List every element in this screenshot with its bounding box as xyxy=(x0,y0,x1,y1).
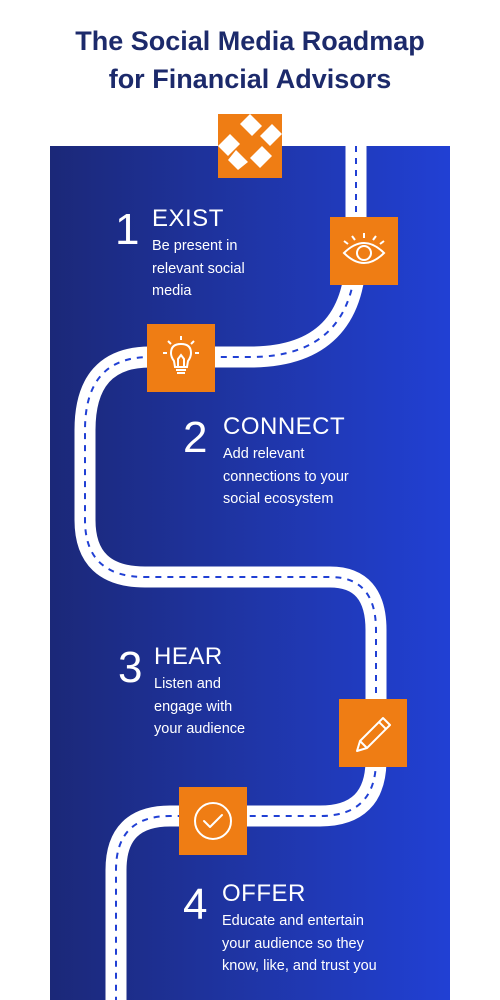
step-1-number: 1 xyxy=(115,205,140,254)
title-line-2: for Financial Advisors xyxy=(108,64,392,94)
step-2-icon-box xyxy=(147,324,215,392)
page-title: The Social Media Roadmap for Financial A… xyxy=(0,22,500,98)
step-4-number: 4 xyxy=(183,880,208,929)
step-3-line-2: engage with xyxy=(154,698,233,715)
brand-logo-icon xyxy=(218,114,282,170)
step-2-description: Add relevant connections to your social … xyxy=(223,443,453,511)
step-3-line-1: Listen and xyxy=(154,676,221,692)
step-3-description: Listen and engage with your audience xyxy=(154,673,384,741)
step-2-heading: CONNECT xyxy=(223,413,346,440)
step-3-heading: HEAR xyxy=(154,643,223,670)
step-2-line-3: social ecosystem xyxy=(223,491,334,507)
eye-icon xyxy=(342,233,386,264)
step-1-icon-box xyxy=(330,217,398,285)
lightbulb-icon xyxy=(163,336,199,374)
step-2-line-2: connections to your xyxy=(223,468,349,485)
step-4-line-2: your audience so they xyxy=(222,935,364,952)
step-1-heading: EXIST xyxy=(152,205,224,232)
step-2-line-1: Add relevant xyxy=(223,446,305,462)
step-4-line-3: know, like, and trust you xyxy=(222,958,377,974)
step-4-description: Educate and entertain your audience so t… xyxy=(222,910,442,978)
title-line-1: The Social Media Roadmap xyxy=(75,26,425,56)
brand-logo xyxy=(218,114,282,178)
pencil-icon xyxy=(356,717,391,752)
step-3-icon-box xyxy=(339,699,407,767)
step-3-number: 3 xyxy=(118,643,143,692)
step-1-line-1: Be present in xyxy=(152,238,238,254)
step-4-line-1: Educate and entertain xyxy=(222,913,364,929)
step-3-line-3: your audience xyxy=(154,721,246,737)
step-4-icon-box xyxy=(179,787,247,855)
step-1-description: Be present in relevant social media xyxy=(152,235,382,303)
step-1-line-3: media xyxy=(152,283,192,299)
step-2-number: 2 xyxy=(183,413,208,462)
checkmark-circle-icon xyxy=(194,802,232,840)
step-1-line-2: relevant social xyxy=(152,260,245,277)
step-4-heading: OFFER xyxy=(222,880,306,907)
